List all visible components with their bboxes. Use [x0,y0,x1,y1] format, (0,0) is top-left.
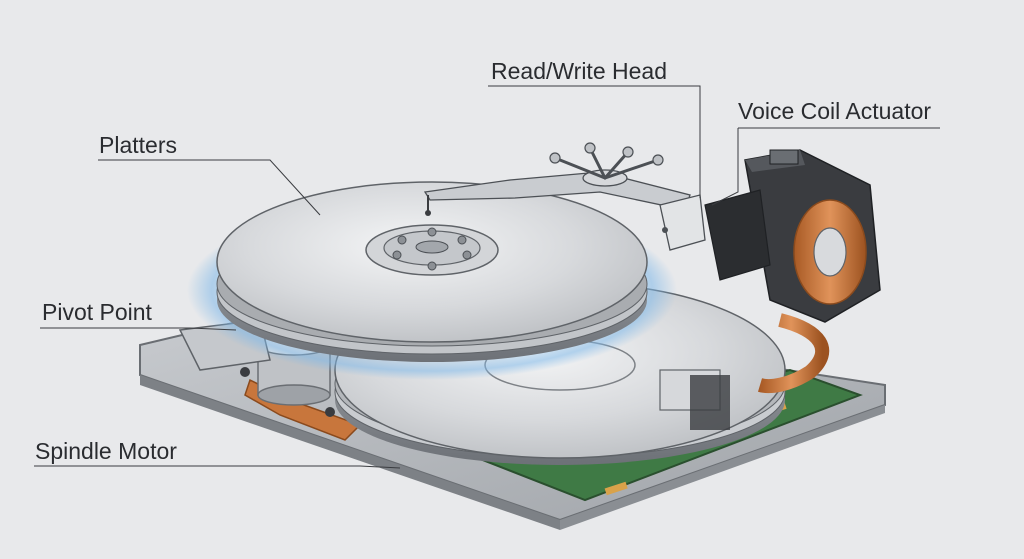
read-write-head-label: Read/Write Head [491,58,667,84]
leader-lines [34,85,940,469]
voice-coil-actuator-pointer [711,128,739,206]
flex-cable [757,313,830,394]
platters-leader [98,159,321,216]
pivot-point-leader [40,327,237,331]
spindle-motor-label: Spindle Motor [35,438,177,464]
voice-coil-actuator [704,149,881,323]
voice-coil-actuator-label: Voice Coil Actuator [738,98,932,124]
spindle-hub [365,224,499,276]
actuator-arm [423,142,706,251]
platters-label: Platters [99,132,177,158]
lower-actuator [659,369,730,430]
spindle-motor-leader [34,465,401,469]
pivot-point-label: Pivot Point [42,299,152,325]
read-write-head-leader [488,85,701,198]
